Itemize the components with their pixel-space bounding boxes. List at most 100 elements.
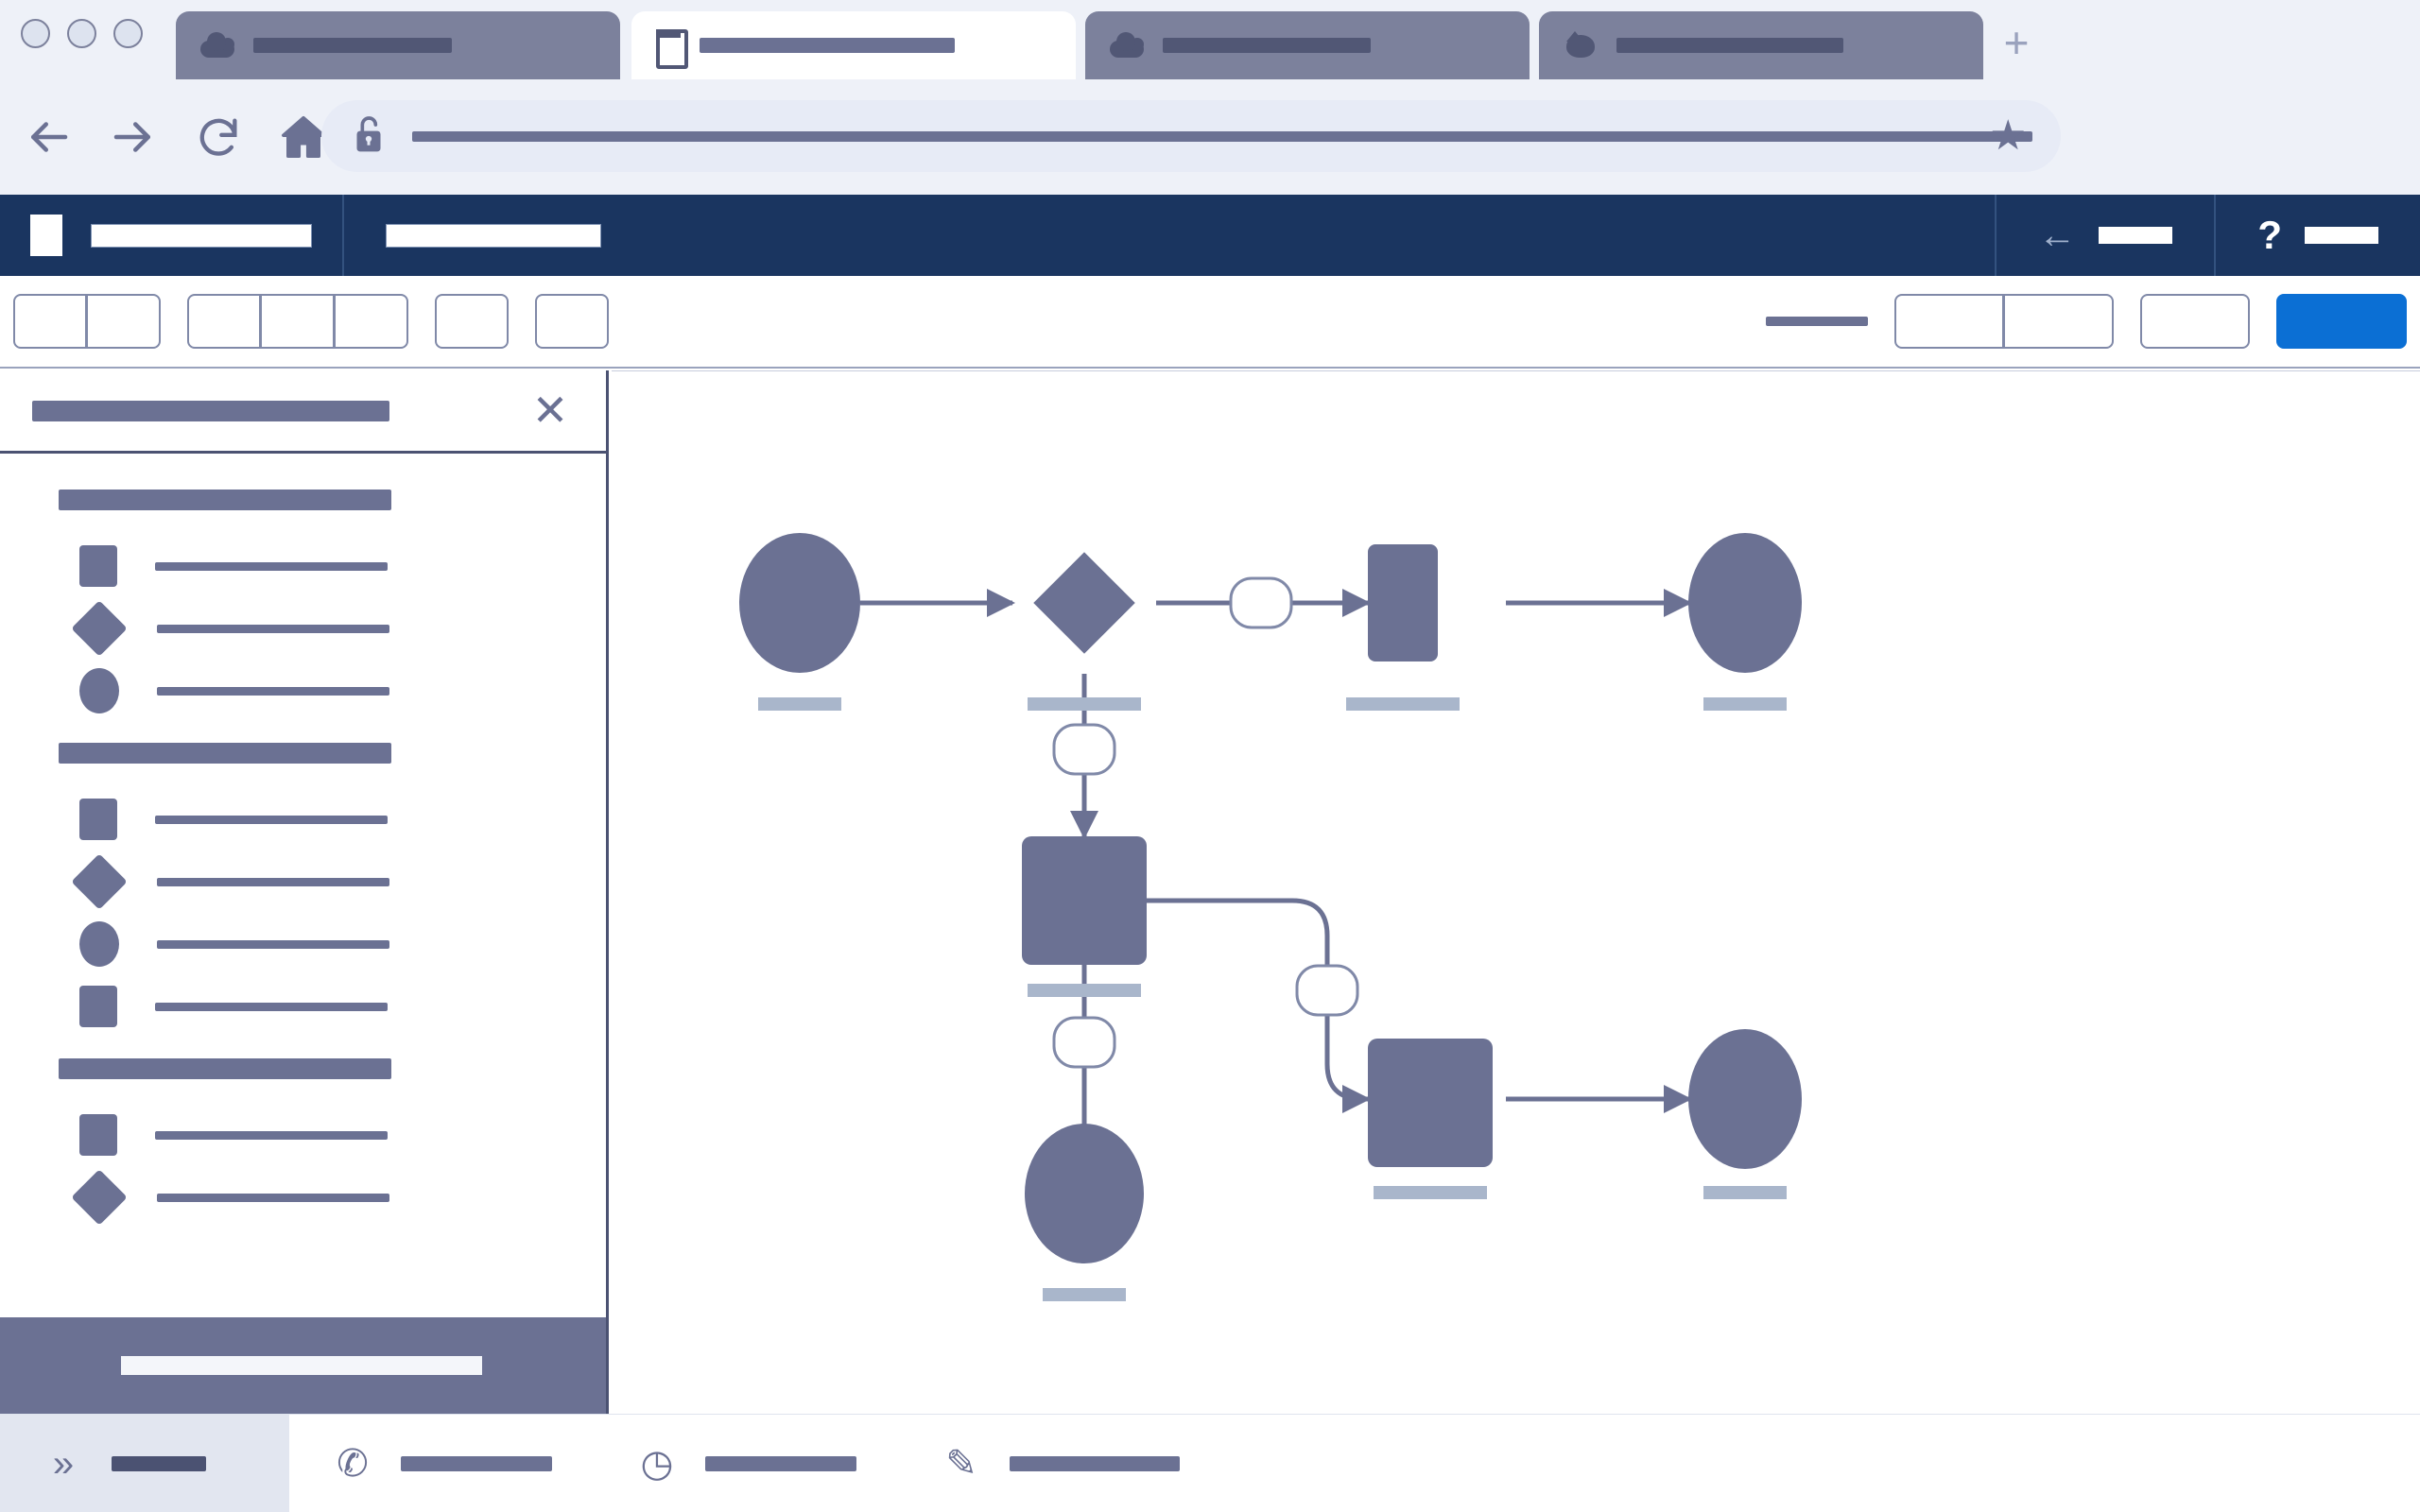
flowchart [739,533,1802,1301]
sidebar-item-shape-square[interactable] [0,535,606,597]
sidebar-item-shape-square[interactable] [0,788,606,850]
sidebar-item-label [155,815,388,824]
node-process-square-2[interactable] [1022,836,1147,965]
node-start-circle[interactable] [739,533,860,673]
header-help-action[interactable]: ? [2214,195,2420,276]
bottom-item-notes[interactable]: ✎ [898,1415,1221,1512]
window-close-button[interactable] [21,19,50,48]
sidebar-item-shape-square[interactable] [0,1104,606,1166]
toolbar-view-grid-button[interactable] [1894,294,2004,349]
sidebar-item-label [157,624,389,633]
toolbar-align-left-button[interactable] [187,294,261,349]
node-caption [1703,1186,1787,1199]
browser-nav-row [0,79,2420,195]
toolbar-export-button[interactable] [2140,294,2250,349]
toolbar-redo-button[interactable] [87,294,161,349]
browser-tab-2[interactable] [631,11,1076,79]
address-bar[interactable]: ★ [321,100,2061,172]
back-arrow-icon: ← [2038,215,2077,256]
home-button[interactable] [267,100,340,174]
toolbar-group-zoom-in [435,294,509,349]
sidebar-group-1 [0,490,606,722]
node-end-circle-2[interactable] [1025,1124,1144,1263]
phone-icon: ✆ [337,1442,369,1485]
bottom-item-history[interactable]: ◷ [594,1415,898,1512]
diamond-shape-icon [71,600,128,657]
diamond-shape-icon [71,1169,128,1226]
square-shape-icon [79,799,117,840]
window-minimize-button[interactable] [67,19,96,48]
edge-label-4[interactable] [1052,1016,1116,1069]
bottom-status-bar: » ✆ ◷ ✎ [0,1414,2420,1512]
sidebar-item-shape-circle[interactable] [0,660,606,722]
sidebar-item-label [157,686,389,696]
sidebar-item-shape-square-2[interactable] [0,975,606,1038]
toolbar-group-undo-redo [13,294,161,349]
browser-tab-3[interactable] [1085,11,1530,79]
panel-layout-icon [656,29,688,69]
toolbar-group-zoom-out [535,294,609,349]
edge-label-1[interactable] [1229,576,1293,629]
sidebar-selected-row[interactable] [0,1317,606,1414]
app-header: ← ? [0,195,2420,276]
sidebar-body [0,454,606,1228]
diagram-canvas[interactable] [612,370,2420,1414]
toolbar-zoom-out-button[interactable] [535,294,609,349]
sidebar-item-label [157,939,389,949]
toolbar-group-export [2140,294,2250,349]
toolbar-view-list-button[interactable] [2004,294,2114,349]
new-tab-button[interactable]: + [2003,18,2030,67]
back-button[interactable] [11,100,85,174]
brand-area[interactable] [0,195,344,276]
bottom-item-calls[interactable]: ✆ [289,1415,594,1512]
tab-title [1616,38,1843,53]
diamond-shape-icon [71,853,128,910]
sidebar-item-shape-circle[interactable] [0,913,606,975]
reload-button[interactable] [182,100,255,174]
toolbar-align-center-button[interactable] [261,294,335,349]
toolbar-group-view-mode [1894,294,2114,349]
window-controls [21,19,143,48]
toolbar-undo-button[interactable] [13,294,87,349]
window-maximize-button[interactable] [113,19,143,48]
toolbar-save-button[interactable] [2276,294,2407,349]
node-end-circle-1[interactable] [1688,533,1802,673]
toolbar-zoom-in-button[interactable] [435,294,509,349]
node-end-circle-3[interactable] [1688,1029,1802,1169]
cloud-icon [1110,31,1144,60]
browser-tab-1[interactable] [176,11,620,79]
bottom-item-label [705,1455,856,1471]
forward-button[interactable] [96,100,170,174]
sidebar-item-label [155,1002,388,1011]
tab-title [700,38,955,53]
header-back-label [2099,227,2173,244]
node-decision-diamond[interactable] [1033,552,1135,654]
close-icon[interactable]: ✕ [531,385,569,435]
node-process-square-1[interactable] [1368,544,1438,662]
edge-label-2[interactable] [1052,723,1116,776]
node-caption [1043,1288,1126,1301]
square-shape-icon [79,1114,117,1156]
sidebar-group-2 [0,743,606,1038]
sidebar-item-shape-diamond[interactable] [0,850,606,913]
browser-chrome: + [0,0,2420,195]
page-title [344,195,643,276]
bottom-item-label [401,1455,552,1471]
unlocked-padlock-icon [350,113,388,160]
sidebar-item-shape-diamond[interactable] [0,597,606,660]
node-caption [1028,697,1141,711]
toolbar-align-right-button[interactable] [335,294,408,349]
edge-label-3[interactable] [1295,964,1359,1017]
bookmark-star-icon[interactable]: ★ [1989,112,2027,159]
header-back-action[interactable]: ← [1995,195,2214,276]
node-caption [1028,984,1141,997]
browser-tab-4[interactable] [1539,11,1983,79]
node-caption [758,697,841,711]
page-title-label [386,223,601,248]
sidebar-item-shape-diamond[interactable] [0,1166,606,1228]
bottom-item-expand[interactable]: » [0,1414,289,1512]
sidebar-group-heading [59,743,391,764]
tab-strip: + [0,0,2420,79]
node-process-square-3[interactable] [1368,1039,1493,1167]
